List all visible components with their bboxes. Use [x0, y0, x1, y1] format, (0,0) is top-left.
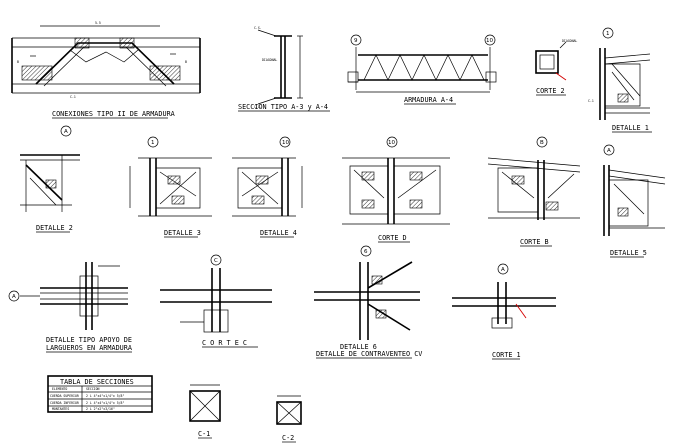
title-apoyo-1: DETALLE TIPO APOYO DE	[46, 336, 132, 344]
title-corte-d: CORTE D	[378, 234, 407, 242]
seccion-tipo-drawing	[257, 29, 303, 105]
marker-axis: 10	[388, 140, 395, 146]
dim-text: C.S.	[254, 26, 262, 30]
dim-text: 5.5	[95, 21, 101, 25]
detalle-3-drawing	[129, 136, 212, 217]
corte-c-drawing	[160, 254, 272, 333]
marker-b: B	[540, 140, 544, 146]
marker-a: A	[12, 294, 16, 300]
detalle-2-drawing	[20, 125, 80, 212]
c1-drawing	[189, 384, 221, 422]
corte-2-drawing	[535, 41, 567, 81]
axis-marker-9: 9	[354, 38, 358, 44]
tabla-cell: ELEMENTO	[52, 387, 67, 391]
title-conexiones: CONEXIONES TIPO II DE ARMADURA	[52, 110, 175, 118]
tabla-cell: SECCION	[86, 387, 100, 391]
detalle-1-drawing	[599, 27, 651, 120]
title-detalle-6-1: DETALLE 6	[340, 343, 377, 351]
tabla-cell: 2 L 4"x4"x1/4"x 5/8"	[86, 394, 124, 398]
tabla-cell: 2 L 2"x2"x3/16"	[86, 407, 115, 411]
dim-text: DIAGONAL	[262, 58, 277, 62]
marker-a: A	[607, 148, 611, 154]
dim-text: DIAGONAL	[562, 39, 577, 43]
tabla-title: TABLA DE SECCIONES	[60, 378, 134, 386]
corte-d-drawing	[342, 136, 450, 225]
title-corte-1: CORTE 1	[492, 351, 521, 359]
title-apoyo-2: LARGUEROS EN ARMADURA	[46, 344, 132, 352]
title-corte-c: C O R T E C	[202, 339, 247, 347]
conexiones-tipo-ii-drawing	[11, 25, 201, 94]
tabla-secciones	[47, 375, 153, 413]
title-armadura: ARMADURA A-4	[404, 96, 453, 104]
marker-six: 6	[364, 249, 368, 255]
title-detalle-1: DETALLE 1	[612, 124, 649, 132]
title-c2: C-2	[282, 434, 294, 442]
marker-one: 1	[606, 31, 610, 37]
dim-text: C.I.	[254, 105, 262, 109]
tabla-cell: 2 L 4"x4"x1/4"x 5/8"	[86, 401, 124, 405]
dim-text: B	[185, 60, 187, 64]
marker-axis: 10	[282, 140, 289, 146]
tabla-cell: CUERDA SUPERIOR	[50, 394, 79, 398]
corte-b-drawing	[487, 136, 581, 220]
title-detalle-6-2: DETALLE DE CONTRAVENTEO CV	[316, 350, 422, 358]
dim-text: B	[17, 60, 19, 64]
detalle-5-drawing	[603, 144, 666, 236]
dim-text: C-1	[70, 95, 76, 99]
armadura-a4-drawing	[347, 34, 497, 93]
marker-a: A	[64, 129, 68, 135]
title-corte-2: CORTE 2	[536, 87, 565, 95]
title-detalle-4: DETALLE 4	[260, 229, 297, 237]
title-c1: C-1	[198, 430, 210, 438]
title-detalle-3: DETALLE 3	[164, 229, 201, 237]
title-seccion: SECCION TIPO A-3 y A-4	[238, 103, 328, 111]
corte-1-drawing	[452, 263, 556, 329]
c2-drawing	[276, 395, 302, 425]
marker-a: A	[501, 267, 505, 273]
tabla-cell: MONTANTES	[52, 407, 69, 411]
dim-text: C-1	[588, 99, 594, 103]
tabla-cell: CUERDA INFERIOR	[50, 401, 79, 405]
title-corte-b: CORTE B	[520, 238, 549, 246]
title-detalle-5: DETALLE 5	[610, 249, 647, 257]
detalle-apoyo-drawing	[8, 262, 128, 330]
marker-c: C	[214, 258, 218, 264]
axis-marker-10: 10	[486, 38, 493, 44]
title-detalle-2: DETALLE 2	[36, 224, 73, 232]
detalle-4-drawing	[232, 136, 303, 217]
detalle-6-drawing	[314, 245, 420, 340]
marker-one: 1	[151, 140, 155, 146]
